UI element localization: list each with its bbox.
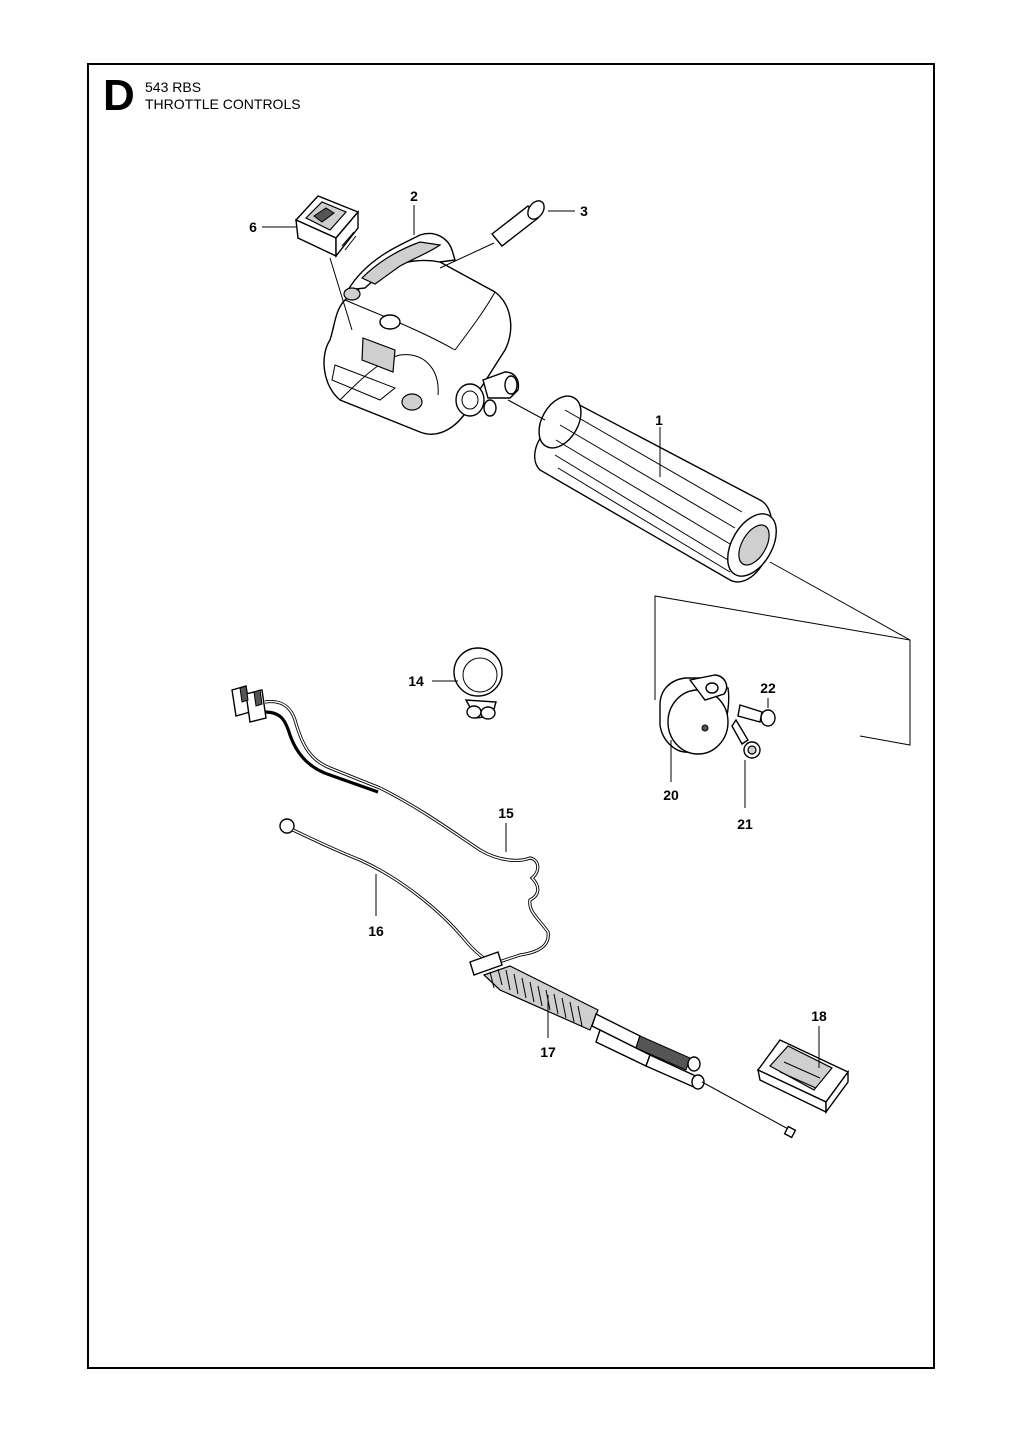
callout-21: 21 (737, 816, 753, 832)
part-16-throttle-cable (279, 818, 496, 967)
part-20-throttle-drum (659, 674, 730, 755)
callout-14: 14 (408, 673, 424, 689)
callout-22: 22 (760, 680, 776, 696)
callout-18: 18 (811, 1008, 827, 1024)
part-3-pivot-pin (439, 200, 575, 269)
part-20-assembly-box (654, 595, 911, 746)
part-2-throttle-housing (323, 232, 520, 435)
part-22-screw (737, 698, 776, 727)
callout-16: 16 (368, 923, 384, 939)
callout-20: 20 (663, 787, 679, 803)
callout-1: 1 (655, 412, 663, 428)
part-14-cable-clamp (432, 647, 503, 720)
part-18-cable-holder (756, 1026, 850, 1115)
model-name: 543 RBS (145, 79, 202, 95)
callout-3: 3 (580, 203, 588, 219)
callout-2: 2 (410, 188, 418, 204)
page-frame (87, 63, 935, 1369)
part-6-stop-switch (294, 195, 360, 331)
callout-6: 6 (249, 219, 257, 235)
part-1-handle-grip (507, 395, 911, 641)
part-15-stop-wire (231, 685, 550, 967)
page-title: THROTTLE CONTROLS (145, 96, 301, 112)
part-17-cable-sleeve (469, 951, 797, 1139)
section-letter: D (103, 71, 135, 120)
part-21-screw (731, 718, 761, 808)
callout-17: 17 (540, 1044, 556, 1060)
callout-15: 15 (498, 805, 514, 821)
